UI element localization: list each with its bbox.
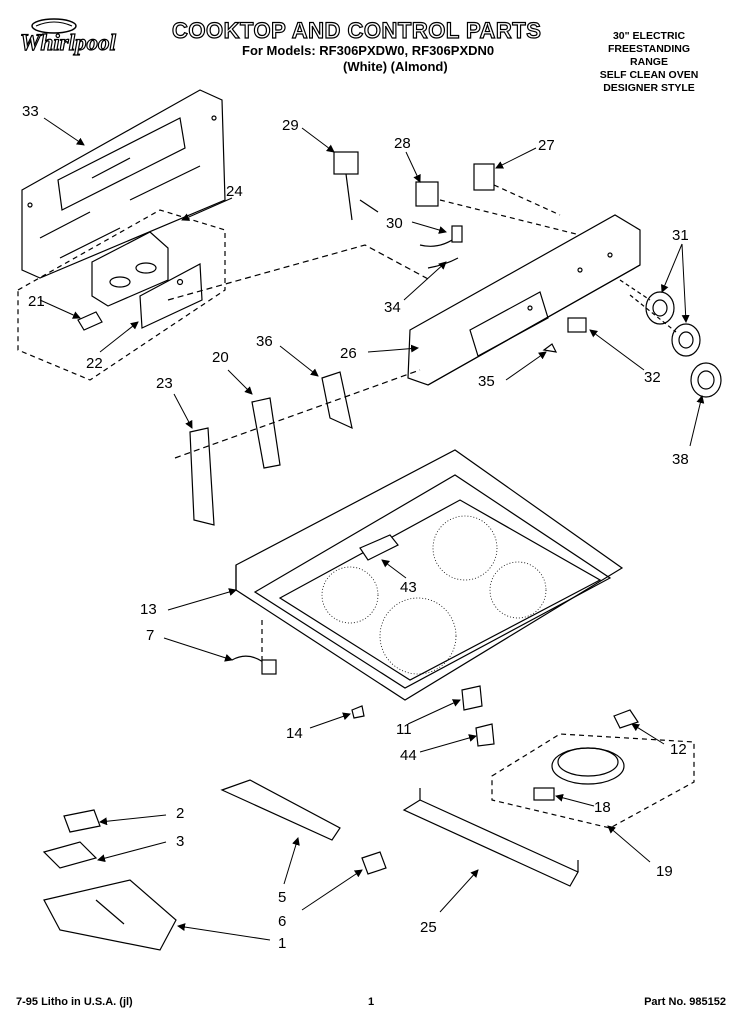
page-number: 1	[368, 996, 375, 1008]
control-knob-part	[645, 291, 675, 325]
support-channel-part	[402, 788, 579, 887]
clip-part	[475, 723, 495, 747]
cooktop-part	[235, 449, 624, 701]
diagram-title: COOKTOP AND CONTROL PARTS	[171, 17, 542, 43]
insulator-part	[42, 841, 98, 869]
callout-43: 43	[400, 579, 417, 596]
spacer-part	[542, 343, 558, 353]
range-desc-line: DESIGNER STYLE	[603, 82, 695, 94]
range-desc-line: FREESTANDING	[607, 43, 691, 55]
callout-20: 20	[212, 349, 229, 366]
back-panel-part	[21, 89, 226, 279]
range-desc-line: 30" ELECTRIC	[612, 30, 686, 42]
control-knob-part	[690, 362, 722, 398]
control-knob-part	[671, 323, 701, 357]
callout-29: 29	[282, 117, 299, 134]
wire-part	[231, 655, 277, 675]
indicator-light-part	[473, 163, 495, 191]
range-desc-line: RANGE	[630, 56, 668, 68]
strap-part	[220, 779, 341, 841]
bracket-part	[461, 685, 483, 711]
callout-22: 22	[86, 355, 103, 372]
screw-part	[351, 705, 365, 719]
callout-19: 19	[656, 863, 673, 880]
side-trim-part	[251, 397, 281, 469]
vent-part	[359, 534, 399, 561]
callout-14: 14	[286, 725, 303, 742]
callout-27: 27	[538, 137, 555, 154]
callout-21: 21	[28, 293, 45, 310]
callout-25: 25	[420, 919, 437, 936]
clip-part	[77, 311, 103, 331]
model-numbers: For Models: RF306PXDW0, RF306PXDN0	[242, 43, 495, 58]
callout-30: 30	[386, 215, 403, 232]
callout-3: 3	[176, 833, 184, 850]
whirlpool-logo	[31, 18, 77, 34]
element-part	[533, 747, 625, 801]
callout-2: 2	[176, 805, 184, 822]
model-colors: (White) (Almond)	[343, 59, 448, 74]
callout-5: 5	[278, 889, 286, 906]
callout-31: 31	[672, 227, 689, 244]
callout-36: 36	[256, 333, 273, 350]
bracket-assembly-part	[43, 879, 177, 951]
callout-33: 33	[22, 103, 39, 120]
infinite-switch-part	[333, 151, 379, 221]
callout-32: 32	[644, 369, 661, 386]
callout-13: 13	[140, 601, 157, 618]
callout-28: 28	[394, 135, 411, 152]
callout-11: 11	[396, 721, 412, 738]
callout-labels: 33 24 21 22 29 28 27 30 34 31 26 32 35 3…	[22, 103, 689, 952]
clock-switch-part	[567, 317, 587, 333]
selector-switch-group	[17, 209, 226, 381]
callout-6: 6	[278, 913, 286, 930]
callout-1: 1	[278, 935, 286, 952]
callout-26: 26	[340, 345, 357, 362]
callout-34: 34	[384, 299, 401, 316]
litho-note: 7-95 Litho in U.S.A. (jl)	[16, 996, 133, 1008]
callout-38: 38	[672, 451, 689, 468]
push-switch-part	[415, 181, 439, 207]
selector-switch-part	[91, 231, 203, 329]
callout-18: 18	[594, 799, 611, 816]
element-group	[491, 733, 695, 829]
callout-24: 24	[226, 183, 243, 200]
callout-7: 7	[146, 627, 154, 644]
control-panel-part	[407, 214, 641, 386]
brand-logo-text: Whirlpool	[19, 29, 116, 55]
connector-part	[361, 851, 387, 875]
callout-23: 23	[156, 375, 173, 392]
callout-44: 44	[400, 747, 417, 764]
callout-35: 35	[478, 373, 495, 390]
surface-elements	[321, 515, 547, 675]
end-cap-part	[189, 427, 215, 526]
part-number: Part No. 985152	[644, 996, 726, 1008]
wire-harness-part	[419, 225, 463, 269]
range-desc-line: SELF CLEAN OVEN	[599, 69, 699, 81]
switch-part	[63, 809, 101, 833]
callout-12: 12	[670, 741, 687, 758]
